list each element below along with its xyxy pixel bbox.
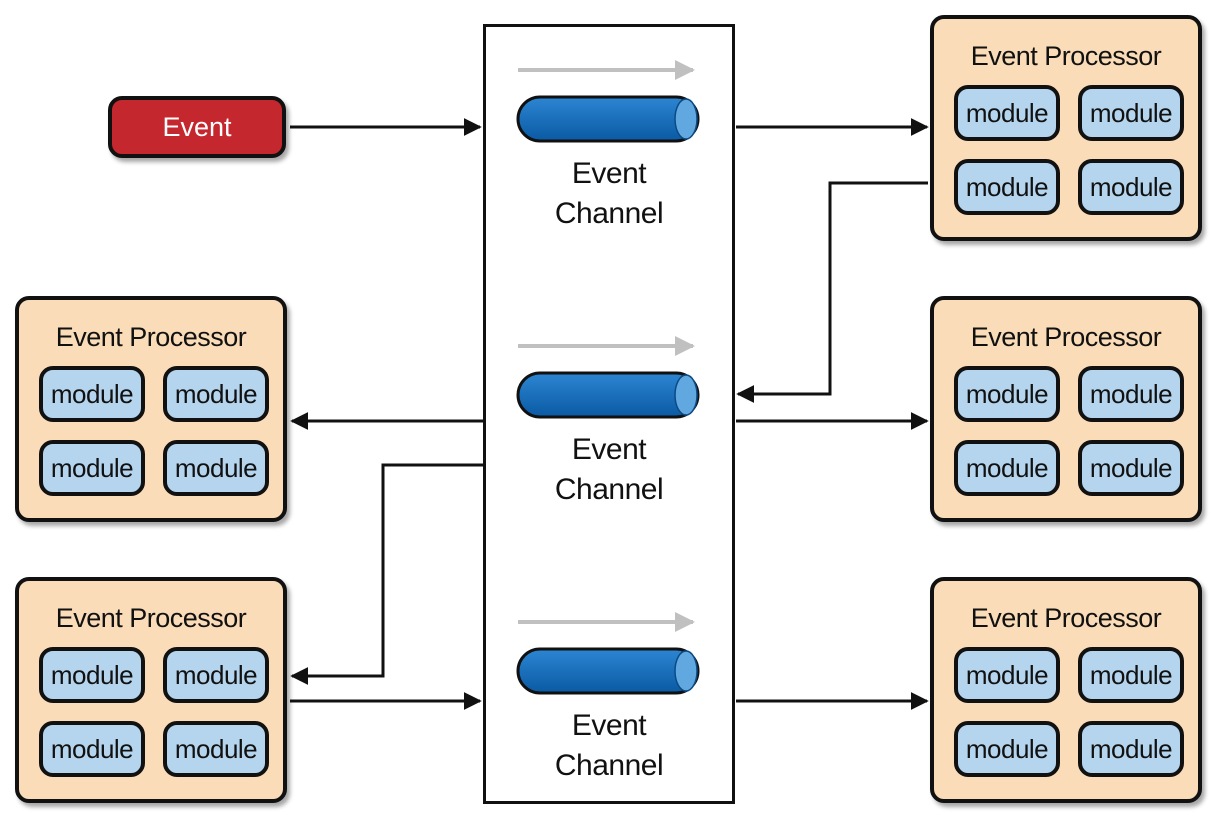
event-label: Event <box>162 111 232 142</box>
event-processor-bottom-right: Event Processor module module module mod… <box>930 577 1202 803</box>
channel-pipe-1 <box>516 95 700 143</box>
module-box: module <box>1078 85 1184 141</box>
event-processor-mid-left: Event Processor module module module mod… <box>15 296 287 522</box>
module-box: module <box>163 366 269 422</box>
module-box: module <box>163 647 269 703</box>
module-box: module <box>1078 159 1184 215</box>
module-box: module <box>954 647 1060 703</box>
module-box: module <box>39 647 145 703</box>
connector-processor-top-right-to-channel-2 <box>736 181 928 403</box>
channel-label-2: Event Channel <box>554 433 664 506</box>
initial-event-node: Event <box>108 96 286 158</box>
channel-pipe-3 <box>516 647 700 695</box>
processor-title: Event Processor <box>55 322 247 352</box>
module-box: module <box>1078 440 1184 496</box>
module-box: module <box>954 85 1060 141</box>
connector-channel-2-to-processor-bottom-left <box>290 463 483 685</box>
module-box: module <box>39 440 145 496</box>
module-box: module <box>39 366 145 422</box>
module-box: module <box>1078 647 1184 703</box>
module-box: module <box>39 721 145 777</box>
channel-pipe-2 <box>516 371 700 419</box>
module-box: module <box>163 440 269 496</box>
module-box: module <box>954 440 1060 496</box>
module-box: module <box>1078 366 1184 422</box>
channel-label-3: Event Channel <box>554 709 664 782</box>
processor-title: Event Processor <box>970 322 1162 352</box>
module-box: module <box>163 721 269 777</box>
processor-title: Event Processor <box>970 41 1162 71</box>
channel-label-1: Event Channel <box>554 157 664 230</box>
module-box: module <box>954 721 1060 777</box>
module-box: module <box>1078 721 1184 777</box>
event-processor-mid-right: Event Processor module module module mod… <box>930 296 1202 522</box>
processor-title: Event Processor <box>970 603 1162 633</box>
module-box: module <box>954 366 1060 422</box>
processor-title: Event Processor <box>55 603 247 633</box>
event-processor-top-right: Event Processor module module module mod… <box>930 15 1202 241</box>
event-processor-bottom-left: Event Processor module module module mod… <box>15 577 287 803</box>
module-box: module <box>954 159 1060 215</box>
